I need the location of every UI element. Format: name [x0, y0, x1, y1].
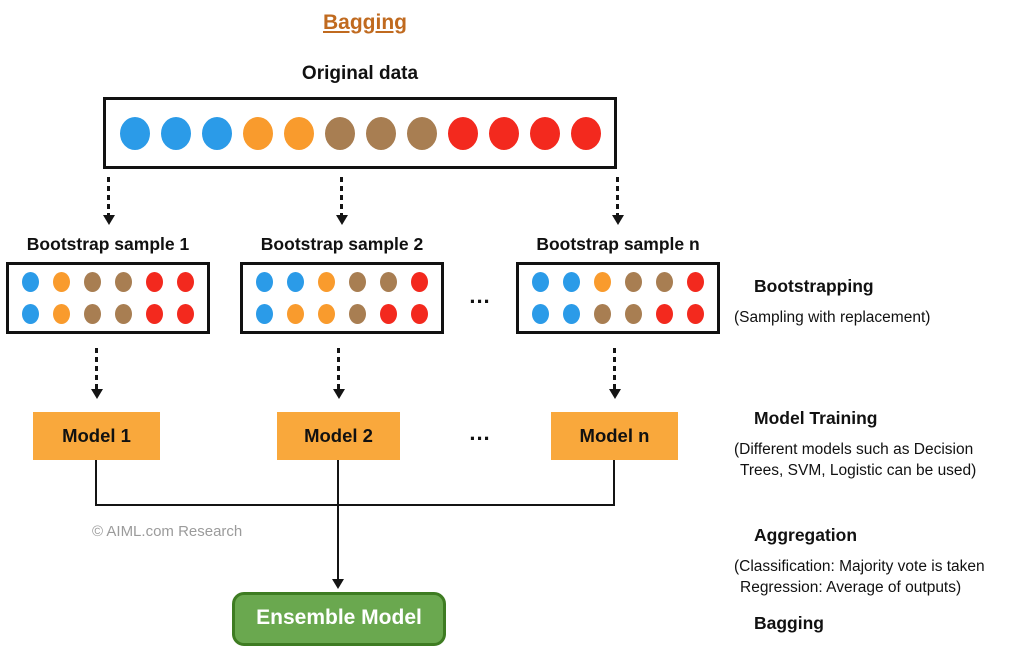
brown-dot: [115, 272, 132, 292]
dashed-arrow-to-sample-1: [107, 177, 110, 216]
bootstrap-sample-n-box: [516, 262, 720, 334]
annotation-bagging: Bagging: [734, 613, 1024, 644]
arrow-to-ensemble: [337, 506, 339, 580]
blue-dot: [201, 116, 232, 150]
orange-dot: [53, 272, 70, 292]
brown-dot: [84, 304, 101, 324]
brown-dot: [349, 272, 366, 292]
brown-dot: [365, 116, 396, 150]
brown-dot: [625, 272, 642, 292]
blue-dot: [563, 272, 580, 292]
bootstrap-sample-n-dots: [519, 265, 717, 331]
blue-dot: [256, 272, 273, 292]
bootstrap-sample-n-label: Bootstrap sample n: [536, 234, 700, 254]
blue-dot: [22, 304, 39, 324]
watermark: © AIML.com Research: [92, 523, 243, 540]
original-data-label: Original data: [301, 63, 419, 84]
brown-dot: [324, 116, 355, 150]
brown-dot: [380, 272, 397, 292]
model-2-box: Model 2: [277, 412, 400, 460]
bootstrap-sample-2-label: Bootstrap sample 2: [260, 234, 424, 254]
bootstrap-sample-2-box: [240, 262, 444, 334]
annotation-model-training-line-1: (Different models such as Decision: [734, 441, 974, 458]
red-dot: [656, 304, 673, 324]
red-dot: [411, 272, 428, 292]
red-dot: [447, 116, 478, 150]
red-dot: [687, 304, 704, 324]
red-dot: [146, 304, 163, 324]
red-dot: [411, 304, 428, 324]
model-1-box: Model 1: [33, 412, 160, 460]
brown-dot: [625, 304, 642, 324]
blue-dot: [532, 304, 549, 324]
connector-line-model-n: [613, 460, 615, 506]
bootstrap-sample-1-box: [6, 262, 210, 334]
annotation-bootstrapping-line-1: (Sampling with replacement): [734, 309, 931, 326]
brown-dot: [656, 272, 673, 292]
annotation-aggregation-line-2: Regression: Average of outputs): [740, 579, 962, 596]
annotation-aggregation-line-1: (Classification: Majority vote is taken: [734, 558, 985, 575]
annotation-model-training-heading: Model Training: [754, 408, 878, 428]
red-dot: [177, 272, 194, 292]
red-dot: [488, 116, 519, 150]
blue-dot: [287, 272, 304, 292]
original-data-box: [103, 97, 617, 169]
bootstrap-sample-1-label: Bootstrap sample 1: [26, 234, 190, 254]
brown-dot: [84, 272, 101, 292]
original-data-dots: [106, 100, 614, 166]
model-n-box: Model n: [551, 412, 678, 460]
brown-dot: [349, 304, 366, 324]
bootstrap-sample-2-dots: [243, 265, 441, 331]
annotation-bootstrapping-heading: Bootstrapping: [754, 276, 874, 296]
samples-ellipsis: ...: [469, 283, 491, 308]
dashed-arrow-to-model-2: [337, 348, 340, 390]
orange-dot: [242, 116, 273, 150]
orange-dot: [283, 116, 314, 150]
page-title: Bagging: [323, 11, 407, 34]
bootstrap-sample-1-dots: [9, 265, 207, 331]
ensemble-model-box: Ensemble Model: [232, 592, 446, 646]
annotation-model-training: Model Training (Different models such as…: [734, 408, 1024, 481]
connector-line-horizontal: [95, 504, 615, 506]
blue-dot: [532, 272, 549, 292]
models-ellipsis: ...: [469, 420, 491, 445]
red-dot: [146, 272, 163, 292]
orange-dot: [594, 272, 611, 292]
brown-dot: [115, 304, 132, 324]
dashed-arrow-to-sample-2: [340, 177, 343, 216]
orange-dot: [53, 304, 70, 324]
dashed-arrow-to-sample-n: [616, 177, 619, 216]
annotation-bagging-heading: Bagging: [754, 613, 824, 633]
annotation-aggregation-heading: Aggregation: [754, 525, 858, 545]
connector-line-model-2: [337, 460, 339, 506]
blue-dot: [119, 116, 150, 150]
dashed-arrow-to-model-1: [95, 348, 98, 390]
annotation-aggregation: Aggregation (Classification: Majority vo…: [734, 525, 1024, 598]
red-dot: [529, 116, 560, 150]
orange-dot: [318, 272, 335, 292]
red-dot: [687, 272, 704, 292]
annotation-model-training-line-2: Trees, SVM, Logistic can be used): [740, 462, 977, 479]
orange-dot: [318, 304, 335, 324]
blue-dot: [160, 116, 191, 150]
blue-dot: [563, 304, 580, 324]
connector-line-model-1: [95, 460, 97, 506]
blue-dot: [22, 272, 39, 292]
red-dot: [380, 304, 397, 324]
annotation-bootstrapping: Bootstrapping (Sampling with replacement…: [734, 276, 1024, 328]
red-dot: [570, 116, 601, 150]
brown-dot: [406, 116, 437, 150]
brown-dot: [594, 304, 611, 324]
blue-dot: [256, 304, 273, 324]
red-dot: [177, 304, 194, 324]
dashed-arrow-to-model-n: [613, 348, 616, 390]
orange-dot: [287, 304, 304, 324]
